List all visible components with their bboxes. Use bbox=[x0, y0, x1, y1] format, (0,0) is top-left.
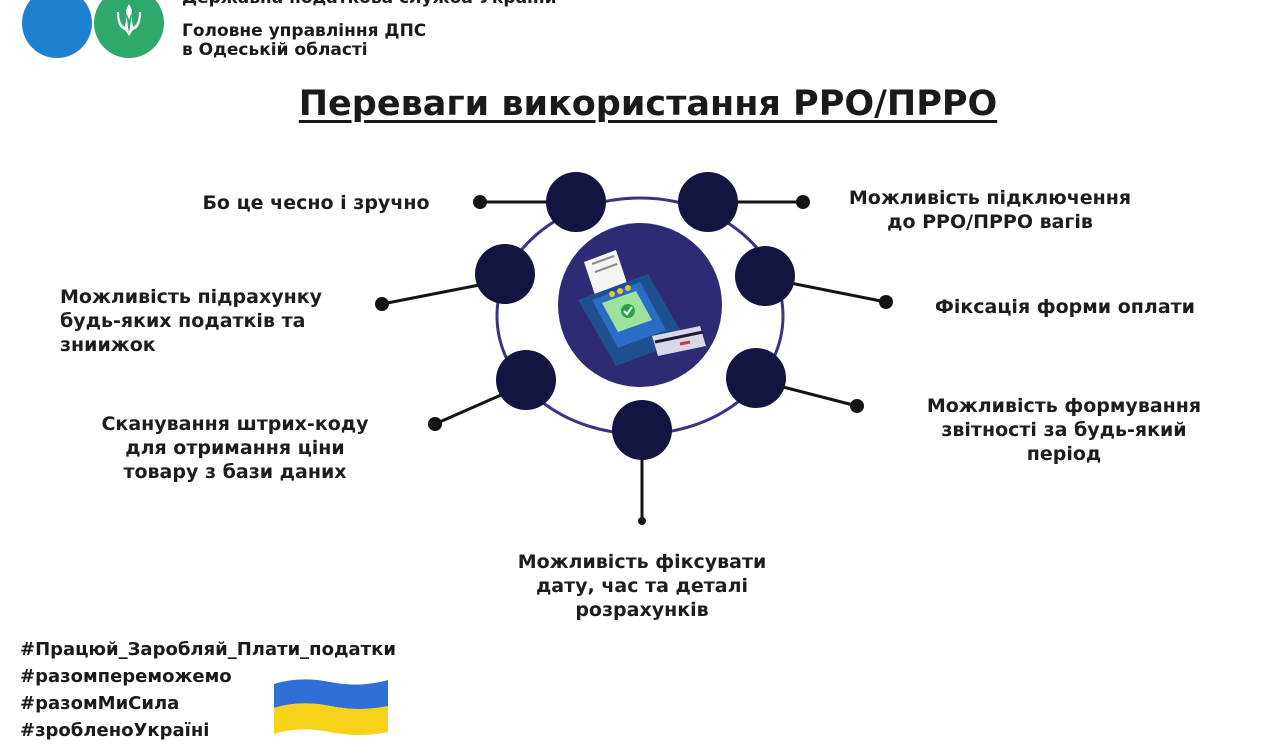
connector-dot bbox=[879, 295, 893, 309]
connector-dot bbox=[428, 417, 442, 431]
org-line-2: в Одеській області bbox=[182, 40, 368, 60]
benefit-label-reports: Можливість формування звітності за будь-… bbox=[926, 395, 1202, 465]
connector-dot bbox=[473, 195, 487, 209]
org-top-title: Державна податкова служба України bbox=[182, 0, 557, 8]
diagram-node bbox=[726, 348, 786, 408]
diagram-node bbox=[475, 244, 535, 304]
diagram-node bbox=[678, 172, 738, 232]
org-name: Головне управління ДПС в Одеській област… bbox=[182, 22, 426, 60]
trident-icon bbox=[117, 4, 141, 36]
connector-dot bbox=[796, 195, 810, 209]
benefits-diagram bbox=[375, 172, 893, 525]
connector-dot bbox=[638, 517, 646, 525]
benefit-label-payment-form: Фіксація форми оплати bbox=[935, 296, 1195, 318]
benefit-label-taxes: Можливість підрахунку будь-яких податків… bbox=[60, 286, 322, 356]
benefit-label-barcode: Сканування штрих-коду для отримання ціни… bbox=[101, 413, 369, 483]
diagram-node bbox=[546, 172, 606, 232]
connector-dot bbox=[375, 297, 389, 311]
hashtag: #Працюй_Заробляй_Плати_податки bbox=[20, 639, 396, 660]
hashtag: #разомпереможемо bbox=[20, 666, 232, 687]
diagram-node bbox=[612, 400, 672, 460]
diagram-node bbox=[735, 246, 795, 306]
diagram-node bbox=[496, 350, 556, 410]
ukraine-flag-icon bbox=[274, 679, 388, 735]
tax-service-logo-green bbox=[94, 0, 164, 58]
benefit-label-honest: Бо це чесно і зручно bbox=[202, 192, 430, 214]
hashtag: #разомМиСила bbox=[20, 693, 180, 714]
tax-service-logo-blue bbox=[22, 0, 92, 58]
benefit-label-scales: Можливість підключення до РРО/ПРРО вагів bbox=[848, 187, 1132, 233]
org-line-1: Головне управління ДПС bbox=[182, 21, 427, 41]
connector-dot bbox=[850, 399, 864, 413]
benefit-label-datetime: Можливість фіксувати дату, час та деталі… bbox=[517, 551, 767, 621]
pos-terminal-icon bbox=[578, 250, 706, 366]
page-title: Переваги використання РРО/ПРРО bbox=[298, 84, 998, 124]
